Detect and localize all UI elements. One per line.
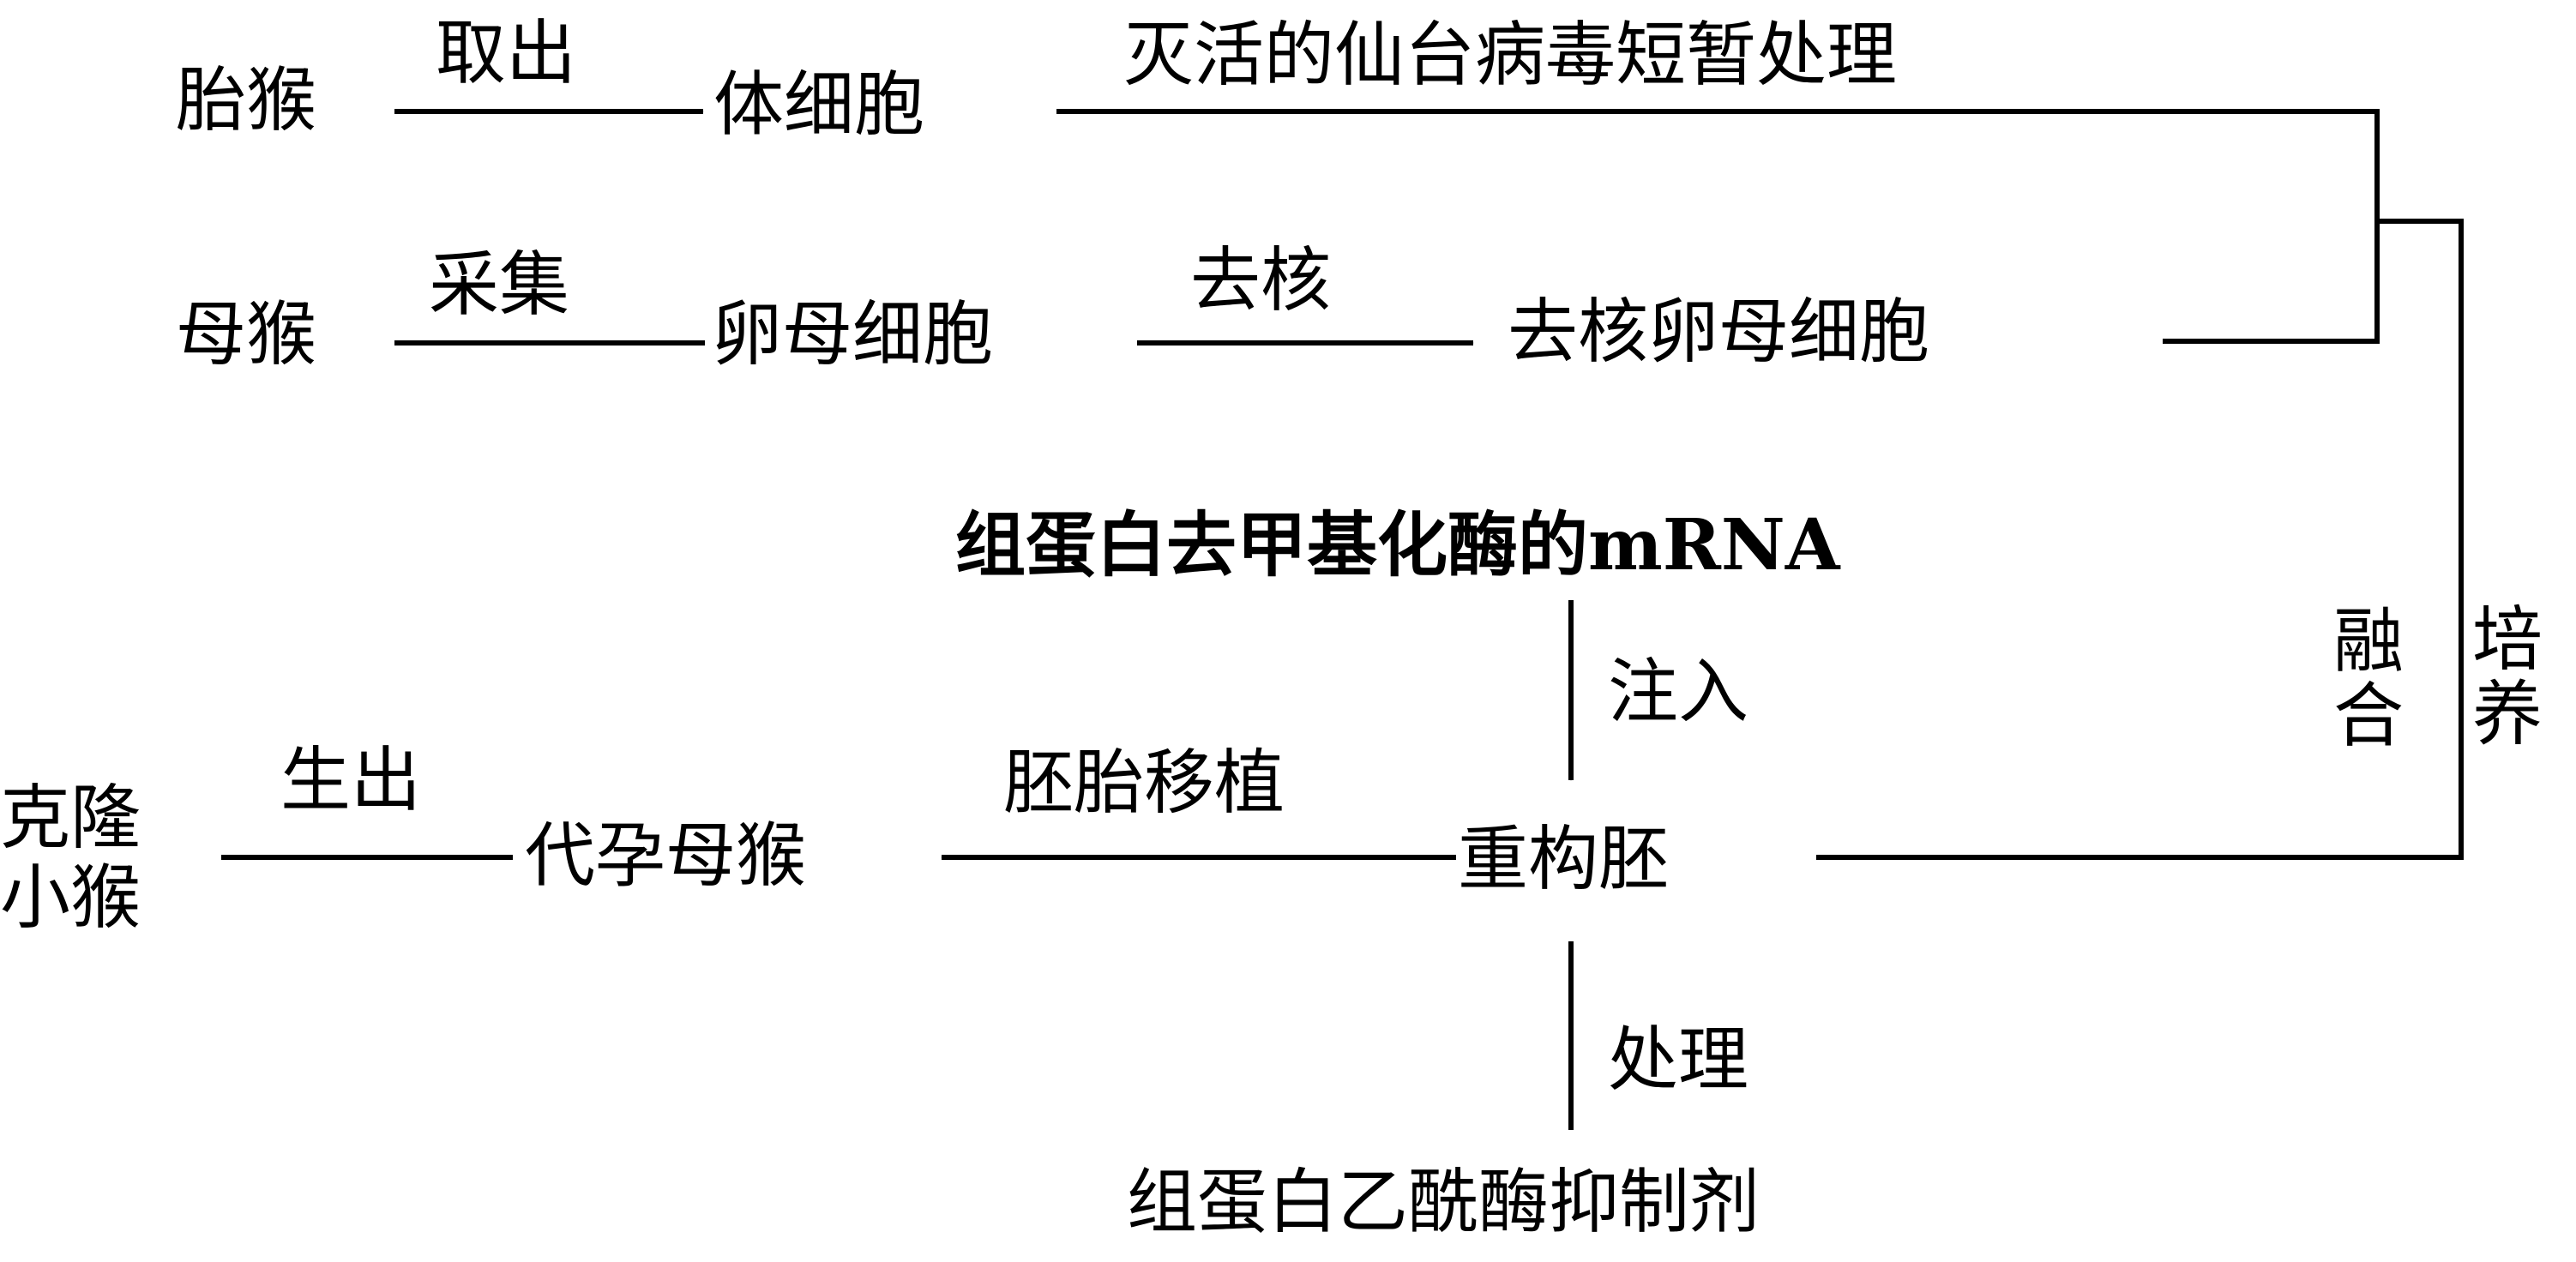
- node-reconstructed-embryo: 重构胚: [1458, 819, 1670, 900]
- node-surrogate-mother: 代孕母猴: [525, 815, 807, 897]
- cloned-monkey-text: 克隆小猴: [0, 778, 141, 940]
- label-fuse: 融合: [2332, 601, 2404, 757]
- line-fusion-culture: [1815, 219, 2464, 860]
- line-somatic-to-fusion: [1056, 109, 2380, 221]
- node-oocyte: 卵母细胞: [712, 294, 994, 376]
- node-somatic-cell: 体细胞: [713, 64, 925, 146]
- label-embryo-transfer: 胚胎移植: [1003, 742, 1285, 824]
- label-treat: 处理: [1608, 1019, 1749, 1101]
- line-enucleated-to-fusion: [2163, 221, 2380, 344]
- node-cloned-monkey-line1: 克隆小猴: [0, 778, 146, 939]
- label-take-out: 取出: [436, 13, 577, 94]
- node-enucleated-oocyte: 去核卵母细胞: [1508, 291, 1930, 373]
- label-birth: 生出: [280, 740, 422, 821]
- node-fetal-monkey: 胎猴: [176, 60, 317, 141]
- label-collect: 采集: [429, 244, 570, 326]
- node-demethylase-mrna: 组蛋白去甲基化酶的mRNA: [955, 504, 1840, 586]
- label-enucleate: 去核: [1190, 240, 1332, 322]
- node-deacetylase-inhibitor: 组蛋白乙酰酶抑制剂: [1127, 1162, 1760, 1243]
- node-female-monkey: 母猴: [176, 294, 317, 376]
- label-culture: 培养: [2471, 599, 2543, 755]
- label-inject: 注入: [1608, 652, 1749, 733]
- label-virus-treatment: 灭活的仙台病毒短暂处理: [1123, 15, 1898, 96]
